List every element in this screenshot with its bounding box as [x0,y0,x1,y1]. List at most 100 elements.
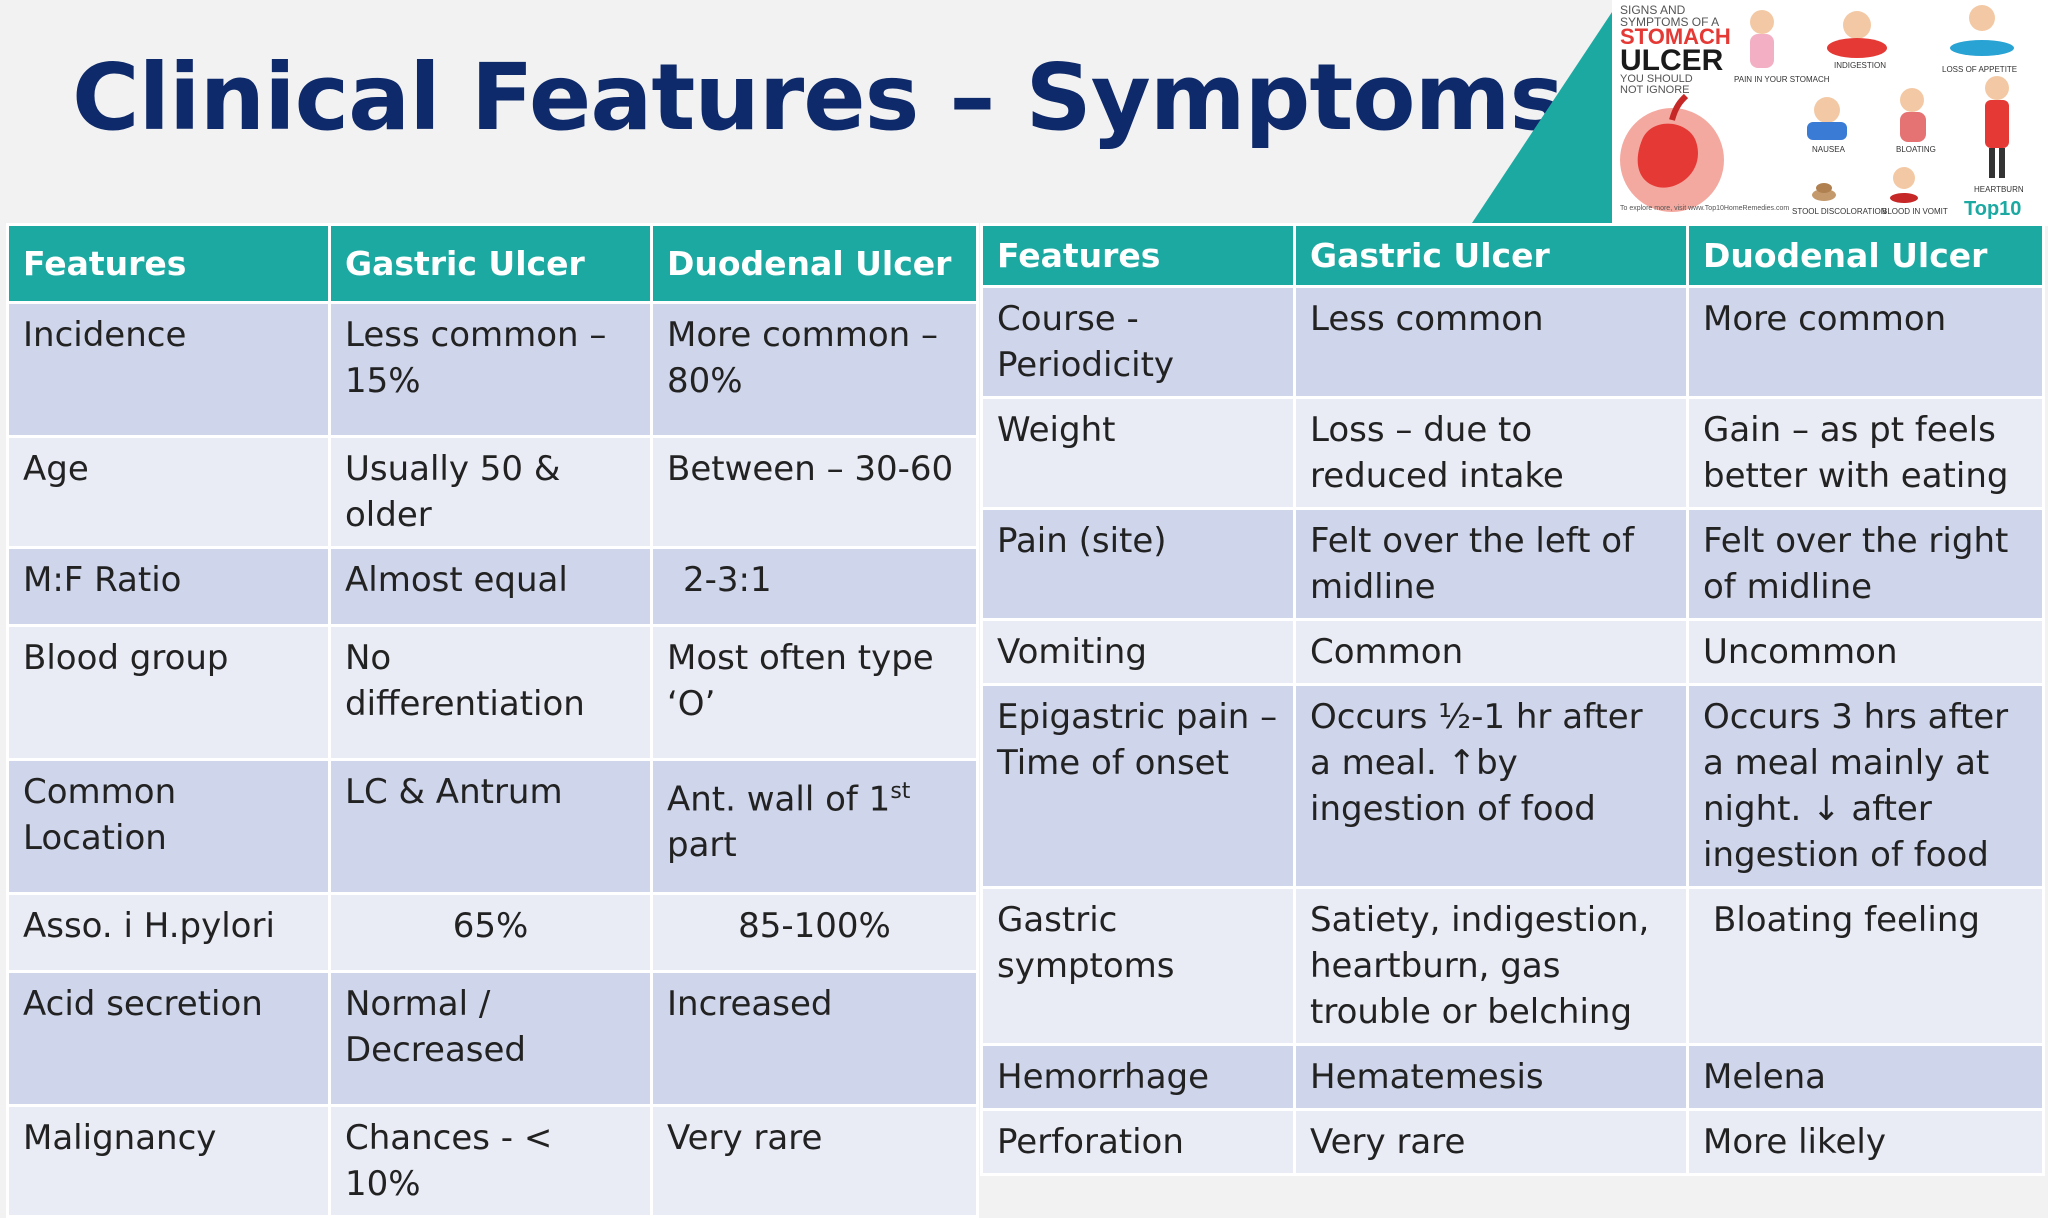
feature-cell: Course - Periodicity [980,285,1296,399]
ig-stomach: STOMACH [1620,24,1731,49]
feature-cell: Age [6,435,331,549]
gastric-cell: Occurs ½-1 hr after a meal. ↑by ingestio… [1293,683,1689,889]
pain-person-icon [1750,10,1774,68]
table-row: Epigastric pain – Time of onset Occurs ½… [980,683,2045,889]
duodenal-cell: 2-3:1 [650,546,979,627]
decorative-triangle [1470,0,1620,226]
duodenal-cell: Uncommon [1686,618,2045,686]
table-header-row: Features Gastric Ulcer Duodenal Ulcer [980,223,2045,288]
feature-cell: Asso. i H.pylori [6,892,331,973]
bloating-icon [1900,88,1926,142]
ig-ulcer: ULCER [1620,44,1724,77]
infographic-illustration: SIGNS AND SYMPTOMS OF A STOMACH ULCER YO… [1612,0,2048,226]
table-row: Common Location LC & Antrum Ant. wall of… [6,758,979,895]
table-header-row: Features Gastric Ulcer Duodenal Ulcer [6,223,979,304]
table-row: Gastric symptoms Satiety, indigestion, h… [980,886,2045,1046]
header-duodenal-ulcer: Duodenal Ulcer [650,223,979,304]
table-row: Hemorrhage Hematemesis Melena [980,1043,2045,1111]
feature-cell: Epigastric pain – Time of onset [980,683,1296,889]
stomach-icon [1620,93,1724,212]
gastric-cell: Very rare [1293,1108,1689,1176]
duodenal-text-tail: part [667,825,737,866]
feature-cell: Malignancy [6,1104,331,1218]
gastric-cell: Chances - < 10% [328,1104,653,1218]
gastric-cell: Less common [1293,285,1689,399]
feature-cell: Gastric symptoms [980,886,1296,1046]
duodenal-cell: Occurs 3 hrs after a meal mainly at nigh… [1686,683,2045,889]
ig-line1: SIGNS AND [1620,3,1686,17]
feature-cell: Perforation [980,1108,1296,1176]
gastric-cell: 65% [328,892,653,973]
gastric-cell: Satiety, indigestion, heartburn, gas tro… [1293,886,1689,1046]
feature-cell: Incidence [6,301,331,438]
feature-cell: Hemorrhage [980,1043,1296,1111]
gastric-cell: Usually 50 & older [328,435,653,549]
gastric-cell: No differentiation [328,624,653,761]
ig-label-pain: PAIN IN YOUR STOMACH [1734,75,1830,84]
ig-line2: SYMPTOMS OF A [1620,15,1719,29]
ulcer-symptoms-infographic: SIGNS AND SYMPTOMS OF A STOMACH ULCER YO… [1612,0,2048,226]
feature-cell: M:F Ratio [6,546,331,627]
stool-icon [1812,183,1836,201]
duodenal-cell: Most often type ‘O’ [650,624,979,761]
ig-label-bloating: BLOATING [1896,145,1936,154]
table-row: Weight Loss – due to reduced intake Gain… [980,396,2045,510]
blood-vomit-icon [1890,167,1918,203]
ig-label-indigestion: INDIGESTION [1834,61,1886,70]
table-row: Course - Periodicity Less common More co… [980,285,2045,399]
feature-cell: Common Location [6,758,331,895]
duodenal-cell: Bloating feeling [1686,886,2045,1046]
heartburn-icon [1985,76,2009,178]
feature-cell: Vomiting [980,618,1296,686]
ig-label-nausea: NAUSEA [1812,145,1846,154]
ig-label-blood: BLOOD IN VOMIT [1882,207,1948,216]
duodenal-cell: More likely [1686,1108,2045,1176]
duodenal-text: Ant. wall of 1 [667,779,891,820]
header-gastric-ulcer: Gastric Ulcer [1293,223,1689,288]
duodenal-cell: Ant. wall of 1st part [650,758,979,895]
ig-you-should: YOU SHOULD [1620,73,1693,85]
duodenal-cell: More common [1686,285,2045,399]
duodenal-cell: Increased [650,970,979,1107]
ig-label-appetite: LOSS OF APPETITE [1942,65,2017,74]
feature-cell: Pain (site) [980,507,1296,621]
table-row: Acid secretion Normal / Decreased Increa… [6,970,979,1107]
table-row: Vomiting Common Uncommon [980,618,2045,686]
top10-logo: Top10 [1964,198,2021,220]
table-row: Perforation Very rare More likely [980,1108,2045,1176]
duodenal-cell: Felt over the right of midline [1686,507,2045,621]
gastric-cell: Less common – 15% [328,301,653,438]
table-row: Incidence Less common – 15% More common … [6,301,979,438]
gastric-cell: Hematemesis [1293,1043,1689,1111]
header-features: Features [6,223,331,304]
table-row: M:F Ratio Almost equal 2-3:1 [6,546,979,627]
gastric-cell: LC & Antrum [328,758,653,895]
appetite-icon [1950,5,2014,56]
table-row: Asso. i H.pylori 65% 85-100% [6,892,979,973]
left-comparison-table: Features Gastric Ulcer Duodenal Ulcer In… [6,223,979,1218]
right-comparison-table: Features Gastric Ulcer Duodenal Ulcer Co… [980,223,2045,1176]
duodenal-cell: More common – 80% [650,301,979,438]
ig-not-ignore: NOT IGNORE [1620,84,1689,96]
feature-cell: Acid secretion [6,970,331,1107]
header-gastric-ulcer: Gastric Ulcer [328,223,653,304]
gastric-cell: Almost equal [328,546,653,627]
table-row: Blood group No differentiation Most ofte… [6,624,979,761]
feature-cell: Weight [980,396,1296,510]
table-row: Malignancy Chances - < 10% Very rare [6,1104,979,1218]
page-title: Clinical Features – Symptoms [72,44,1564,151]
ordinal-suffix: st [890,779,911,804]
nausea-icon [1807,97,1847,140]
ig-label-heartburn: HEARTBURN [1974,185,2024,194]
duodenal-cell: 85-100% [650,892,979,973]
duodenal-cell: Gain – as pt feels better with eating [1686,396,2045,510]
gastric-cell: Loss – due to reduced intake [1293,396,1689,510]
feature-cell: Blood group [6,624,331,761]
table-row: Pain (site) Felt over the left of midlin… [980,507,2045,621]
gastric-cell: Normal / Decreased [328,970,653,1107]
indigestion-icon [1827,11,1887,58]
header-duodenal-ulcer: Duodenal Ulcer [1686,223,2045,288]
gastric-cell: Common [1293,618,1689,686]
ig-label-stool: STOOL DISCOLORATION [1792,207,1887,216]
duodenal-cell: Very rare [650,1104,979,1218]
